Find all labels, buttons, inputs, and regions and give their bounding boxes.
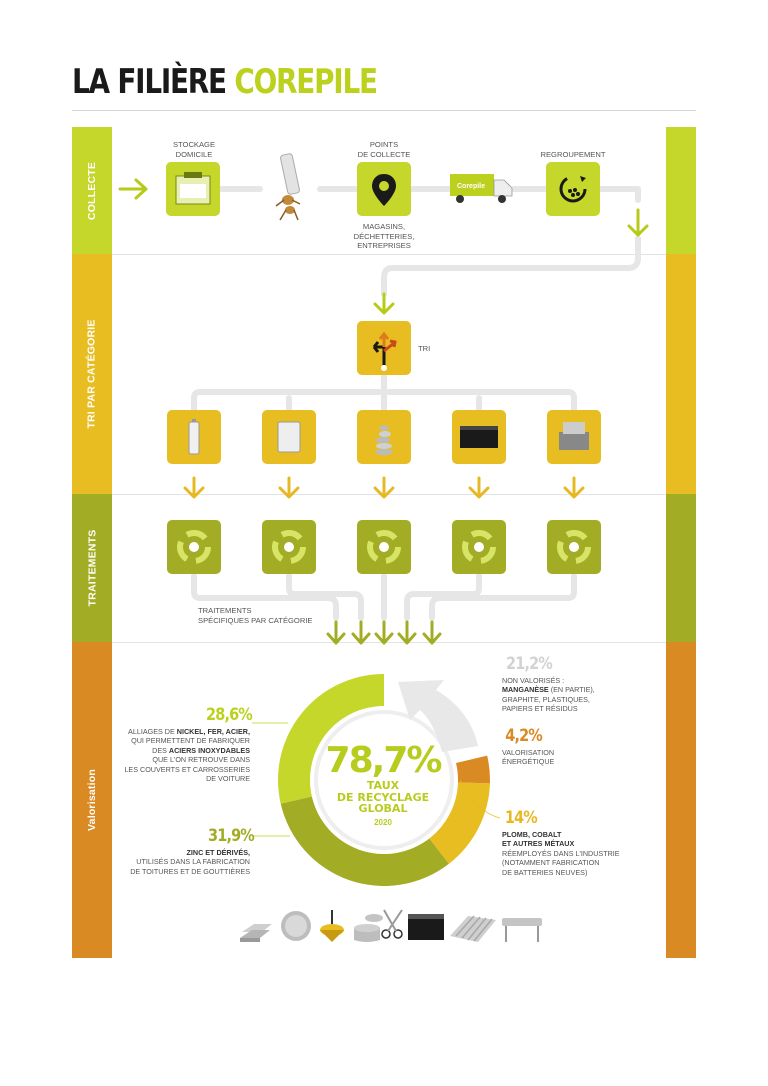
band-collecte bbox=[72, 127, 112, 254]
output-arrow-2-icon bbox=[351, 620, 371, 645]
traitement-box-2 bbox=[262, 520, 316, 574]
leader-line-3 bbox=[459, 779, 501, 819]
entry-arrow-icon bbox=[118, 178, 148, 200]
collecte-return-connector bbox=[381, 235, 641, 297]
recycling-icon bbox=[547, 520, 601, 574]
points-collecte-box bbox=[357, 162, 411, 216]
tri-branches bbox=[191, 373, 577, 413]
band-tri bbox=[72, 254, 112, 494]
traitement-box-3 bbox=[357, 520, 411, 574]
band-right-collecte bbox=[666, 127, 696, 254]
category-lead-battery bbox=[452, 410, 506, 464]
category-battery-pack bbox=[547, 410, 601, 464]
cooking-pot-icon bbox=[354, 914, 383, 942]
donut-segment-nickel bbox=[278, 674, 384, 804]
title-divider bbox=[72, 110, 696, 111]
label-points-collecte: POINTS DE COLLECTE bbox=[357, 140, 411, 159]
traitement-box-5 bbox=[547, 520, 601, 574]
output-arrow-1-icon bbox=[326, 620, 346, 645]
category-flat-battery bbox=[262, 410, 316, 464]
segment-value-energetique: 4,2% bbox=[505, 726, 543, 746]
separator-1 bbox=[112, 254, 666, 255]
stockage-box bbox=[166, 162, 220, 216]
donut-center bbox=[314, 710, 454, 850]
band-valorisation bbox=[72, 642, 112, 958]
lead-battery-icon bbox=[460, 426, 498, 448]
title-part-1: LA FILIÈRE bbox=[72, 62, 235, 102]
products-row bbox=[236, 902, 546, 948]
label-regroupement: REGROUPEMENT bbox=[540, 150, 606, 159]
car-battery-icon bbox=[408, 914, 444, 940]
category-arrow-2-icon bbox=[278, 476, 300, 499]
donut-segment-energetique bbox=[456, 755, 490, 784]
label-traitements: TRAITEMENTS SPÉCIFIQUES PAR CATÉGORIE bbox=[198, 606, 313, 625]
label-points-sub: MAGASINS, DÉCHETTERIES, ENTREPRISES bbox=[353, 222, 415, 250]
map-pin-icon bbox=[372, 174, 396, 206]
truck-icon: Corepile bbox=[448, 172, 514, 206]
band-right-traitements bbox=[666, 494, 696, 642]
traitement-merge bbox=[191, 573, 577, 621]
flat-battery-icon bbox=[277, 421, 301, 453]
regroupement-box bbox=[546, 162, 600, 216]
category-arrow-3-icon bbox=[373, 476, 395, 499]
title-part-2: COREPILE bbox=[234, 62, 378, 102]
category-cylindrical-battery bbox=[167, 410, 221, 464]
truck-brand: Corepile bbox=[457, 183, 485, 190]
donut-segment-zinc bbox=[280, 796, 449, 886]
donut-chart bbox=[278, 674, 490, 886]
cylindrical-battery-icon bbox=[188, 419, 200, 455]
label-stockage: STOCKAGE DOMICILE bbox=[172, 140, 216, 159]
segment-desc-nickel: ALLIAGES DE NICKEL, FER, ACIER, QUI PERM… bbox=[124, 727, 250, 784]
band-right-tri bbox=[666, 254, 696, 494]
scissors-icon bbox=[381, 909, 403, 939]
collecte-down-arrow-icon bbox=[627, 208, 649, 237]
corrugated-roof-icon bbox=[450, 915, 496, 942]
battery-pack-icon bbox=[559, 422, 589, 450]
segment-desc-zinc: ZINC ET DÉRIVÉS, UTILISÉS DANS LA FABRIC… bbox=[130, 848, 250, 876]
category-arrow-4-icon bbox=[468, 476, 490, 499]
category-button-cells bbox=[357, 410, 411, 464]
traitement-box-1 bbox=[167, 520, 221, 574]
button-cells-stack-icon bbox=[375, 425, 393, 455]
tri-arrow-down-icon bbox=[373, 292, 395, 315]
output-arrow-3-icon bbox=[374, 620, 394, 645]
recycling-icon bbox=[357, 520, 411, 574]
recycling-icon bbox=[452, 520, 506, 574]
spinning-top-icon bbox=[320, 910, 344, 942]
recycling-rate-year: 2020 bbox=[374, 818, 392, 827]
segment-value-zinc: 31,9% bbox=[208, 826, 255, 846]
recycling-icon bbox=[262, 520, 316, 574]
battery-bin-icon bbox=[175, 172, 211, 205]
band-traitements bbox=[72, 494, 112, 642]
segment-desc-plomb: PLOMB, COBALT ET AUTRES MÉTAUX RÉEMPLOYÉ… bbox=[502, 830, 620, 877]
recycling-icon bbox=[167, 520, 221, 574]
separator-2 bbox=[112, 494, 666, 495]
segment-value-non-valorise: 21,2% bbox=[506, 654, 553, 674]
recycling-rate-label: TAUX DE RECYCLAGE GLOBAL bbox=[336, 779, 430, 815]
metal-disc-icon bbox=[281, 911, 311, 941]
band-right-valorisation bbox=[666, 642, 696, 958]
separator-3 bbox=[112, 642, 666, 643]
output-arrow-4-icon bbox=[397, 620, 417, 645]
ant-carrying-battery-icon bbox=[268, 150, 312, 222]
output-arrow-5-icon bbox=[422, 620, 442, 645]
segment-value-plomb: 14% bbox=[504, 808, 538, 828]
sorting-arrows-icon bbox=[372, 331, 397, 371]
category-arrow-1-icon bbox=[183, 476, 205, 499]
gutter-icon bbox=[502, 918, 542, 942]
regroupement-icon bbox=[559, 175, 587, 203]
recycling-rate-value: 78,7% bbox=[325, 740, 443, 781]
traitement-box-4 bbox=[452, 520, 506, 574]
non-valorise-arrow-icon bbox=[398, 680, 478, 752]
segment-value-nickel: 28,6% bbox=[206, 705, 253, 725]
category-arrow-5-icon bbox=[563, 476, 585, 499]
segment-desc-non-valorise: NON VALORISÉS : MANGANÈSE (EN PARTIE), G… bbox=[502, 676, 595, 714]
label-tri: TRI bbox=[418, 344, 431, 353]
page-title: LA FILIÈRE COREPILE bbox=[72, 62, 378, 102]
metal-ingot-icon bbox=[240, 924, 272, 942]
segment-desc-energetique: VALORISATION ÉNERGÉTIQUE bbox=[502, 748, 555, 767]
tri-box bbox=[357, 321, 411, 375]
